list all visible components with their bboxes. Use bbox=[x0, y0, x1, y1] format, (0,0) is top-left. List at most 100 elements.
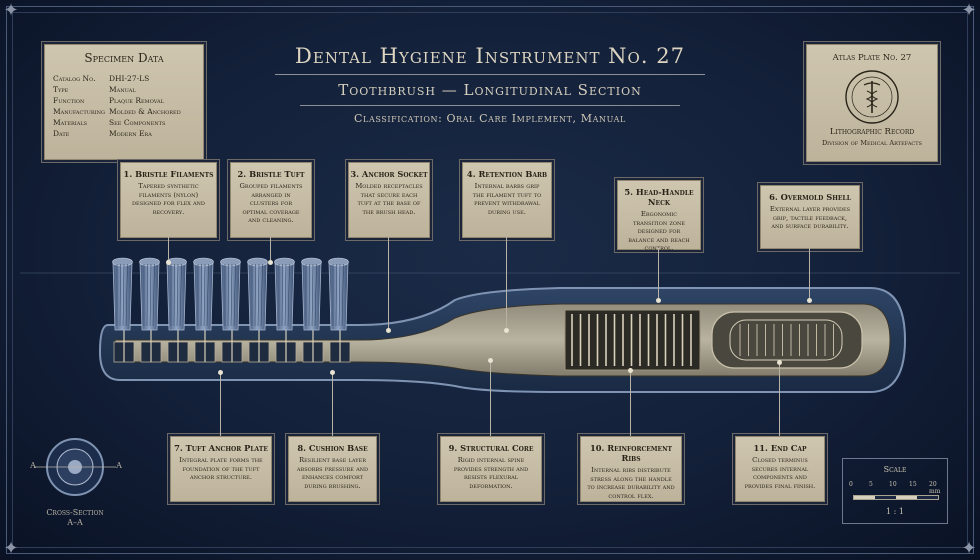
bristle-filament bbox=[149, 263, 152, 327]
specimen-key: Manufacturing bbox=[53, 107, 106, 116]
bristle-filament bbox=[254, 263, 256, 327]
scale-tick-label: 15 bbox=[909, 481, 917, 488]
specimen-key: Catalog No. bbox=[53, 74, 96, 83]
leader-dot bbox=[329, 370, 335, 375]
corner-ornament-icon: ✦ bbox=[3, 538, 19, 559]
inner-frame bbox=[12, 12, 968, 548]
bristle-tuft-tip bbox=[328, 257, 349, 267]
callout-title: 3. Anchor Socket bbox=[350, 169, 428, 179]
scale-tick-label: 10 bbox=[889, 481, 897, 488]
bristle-tuft bbox=[301, 261, 322, 331]
scale-tick-label: 20 mm bbox=[929, 481, 941, 495]
subtitle-rule bbox=[300, 105, 680, 106]
leader-dot bbox=[504, 328, 509, 333]
bristle-filament bbox=[284, 263, 287, 327]
bristle-tuft-tip bbox=[274, 257, 295, 267]
bristle-tuft bbox=[193, 261, 214, 331]
bristle-filament bbox=[257, 263, 260, 327]
bristle-filament bbox=[200, 263, 202, 327]
callout-body: Molded receptacles that secure each tuft… bbox=[355, 182, 423, 216]
leader-line bbox=[270, 236, 271, 262]
leader-line bbox=[809, 247, 810, 300]
scale-heading: Scale bbox=[883, 465, 907, 474]
bristle-filament bbox=[119, 263, 121, 327]
bristle-tuft bbox=[112, 261, 133, 331]
callout-title: 5. Head-Handle Neck bbox=[624, 187, 694, 207]
leader-dot bbox=[807, 298, 812, 303]
bristle-tuft bbox=[274, 261, 295, 331]
specimen-value: Plaque Removal bbox=[109, 96, 164, 105]
bristle-tuft bbox=[220, 261, 241, 331]
bristle-filament bbox=[227, 263, 229, 327]
specimen-value: Molded & Anchored bbox=[109, 107, 181, 116]
bristle-filament bbox=[122, 263, 125, 327]
scale-tick-label: 5 bbox=[869, 481, 873, 488]
leader-line bbox=[779, 362, 780, 436]
callout-body: Tapered synthetic filaments (nylon) desi… bbox=[132, 182, 205, 216]
callout-body: Resilient base layer absorbs pressure an… bbox=[296, 456, 369, 490]
bristle-filament bbox=[287, 263, 290, 327]
bristle-filament bbox=[230, 263, 233, 327]
callout-body: External layer provides grip, tactile fe… bbox=[769, 205, 851, 231]
bristle-filament bbox=[233, 263, 236, 327]
bristle-tuft-tip bbox=[193, 257, 214, 267]
section-marker-left: A bbox=[30, 461, 36, 470]
bristle-filament bbox=[206, 263, 209, 327]
specimen-row: Function Plaque Removal bbox=[53, 95, 181, 106]
leader-line bbox=[167, 236, 169, 262]
bristle-tuft-tip bbox=[301, 257, 322, 267]
leader-line bbox=[658, 248, 659, 300]
callout-title: 6. Overmold Shell bbox=[769, 192, 851, 202]
bristle-filament bbox=[152, 263, 155, 327]
leader-dot bbox=[386, 328, 391, 333]
corner-ornament-icon: ✦ bbox=[3, 0, 19, 21]
specimen-heading: Specimen Data bbox=[84, 51, 164, 65]
leader-dot bbox=[488, 358, 493, 363]
callout-title: 9. Structural Core bbox=[448, 443, 534, 453]
leader-dot bbox=[268, 260, 273, 265]
bristle-filament bbox=[146, 263, 148, 327]
bristle-tuft-tip bbox=[247, 257, 268, 267]
bristle-filament bbox=[308, 263, 310, 327]
scale-ratio: 1 : 1 bbox=[886, 507, 904, 516]
reinforcement-ribs-section bbox=[564, 309, 701, 371]
specimen-value: See Components bbox=[109, 118, 166, 127]
callout-title: 2. Bristle Tuft bbox=[237, 169, 305, 179]
callout-body: Integral plate forms the foundation of t… bbox=[179, 456, 263, 482]
leader-dot bbox=[656, 298, 661, 303]
atlas-heading: Atlas Plate No. 27 bbox=[832, 53, 912, 63]
callout-body: Closed terminus secures internal compone… bbox=[744, 456, 816, 490]
corner-ornament-icon: ✦ bbox=[961, 538, 977, 559]
specimen-key: Function bbox=[53, 96, 85, 105]
callout-title: 8. Cushion Base bbox=[297, 443, 368, 453]
callout-body: Rigid internal spine provides strength a… bbox=[453, 456, 529, 490]
bristle-filament bbox=[203, 263, 206, 327]
plate-title: Dental Hygiene Instrument No. 27 bbox=[295, 44, 685, 68]
bristle-filament bbox=[125, 263, 128, 327]
bristle-tuft-tip bbox=[220, 257, 241, 267]
leader-dot bbox=[777, 360, 782, 365]
bristle-tuft-tip bbox=[112, 257, 133, 267]
atlas-record: Lithographic Record bbox=[829, 127, 915, 137]
bristle-filament bbox=[179, 263, 182, 327]
bristle-filament bbox=[173, 263, 175, 327]
end-cap-inner bbox=[729, 319, 843, 361]
callout-body: Grouped filaments arranged in clusters f… bbox=[239, 182, 303, 225]
